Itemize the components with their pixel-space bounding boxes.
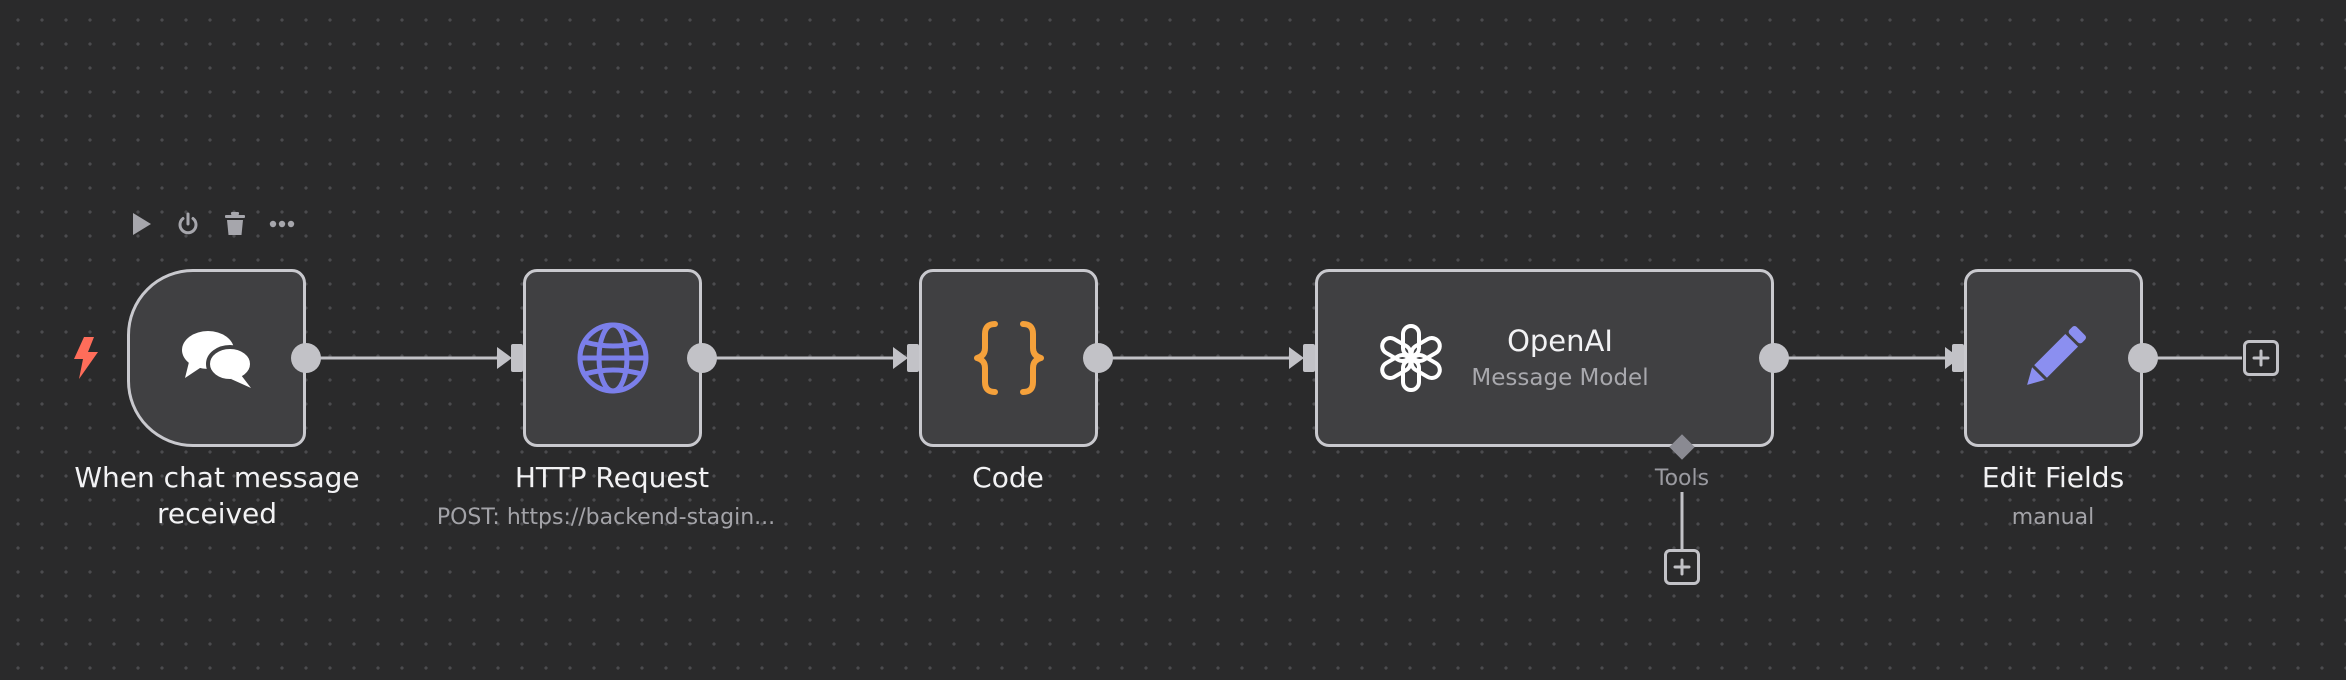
pencil-icon (2026, 326, 2086, 385)
edit-node-title: Edit Fields (1981, 461, 2125, 494)
trigger-output-handle[interactable] (291, 343, 321, 373)
openai-node-subtitle: Message Model (1471, 365, 1649, 391)
trigger-title-line1: When chat message (74, 461, 360, 494)
code-node-title: Code (972, 461, 1044, 494)
deactivate-node-button[interactable] (171, 207, 205, 241)
openai-node[interactable] (1315, 269, 1774, 447)
plus-icon (1673, 558, 1691, 576)
power-icon (178, 212, 198, 235)
more-options-button[interactable] (265, 207, 299, 241)
chat-bubbles-icon (181, 331, 254, 388)
edit-input-handle[interactable] (1952, 344, 1964, 372)
play-icon (133, 213, 151, 235)
openai-logo-icon (1380, 324, 1442, 392)
trigger-bolt-icon (74, 337, 98, 379)
arrowhead-code (893, 347, 908, 369)
trigger-title-line2: received (156, 497, 278, 530)
edit-node-subtitle: manual (2011, 505, 2095, 530)
edit-fields-node[interactable] (1964, 269, 2143, 447)
http-node-title: HTTP Request (514, 461, 710, 494)
openai-node-title: OpenAI (1507, 324, 1613, 358)
http-input-handle[interactable] (511, 344, 523, 372)
http-request-node[interactable] (523, 269, 702, 447)
add-node-button[interactable] (2243, 340, 2279, 376)
ellipsis-icon (269, 220, 295, 228)
trash-icon (225, 212, 245, 235)
edit-output-handle[interactable] (2128, 343, 2158, 373)
tools-connector-label: Tools (1654, 466, 1710, 491)
trigger-node-title: When chat message received (74, 460, 359, 532)
openai-input-handle[interactable] (1303, 344, 1315, 372)
chat-trigger-node[interactable] (127, 269, 306, 447)
openai-output-handle[interactable] (1759, 343, 1789, 373)
http-node-subtitle: POST: https://backend-stagin... (436, 505, 776, 530)
code-output-handle[interactable] (1083, 343, 1113, 373)
curly-braces-icon (973, 321, 1044, 395)
http-output-handle[interactable] (687, 343, 717, 373)
code-node[interactable] (919, 269, 1098, 447)
arrowhead-openai (1289, 347, 1304, 369)
delete-node-button[interactable] (218, 207, 252, 241)
add-tool-button[interactable] (1664, 549, 1700, 585)
arrowhead-http (497, 347, 512, 369)
execute-node-button[interactable] (124, 207, 158, 241)
plus-icon (2252, 349, 2270, 367)
globe-icon (577, 322, 648, 394)
code-input-handle[interactable] (907, 344, 919, 372)
